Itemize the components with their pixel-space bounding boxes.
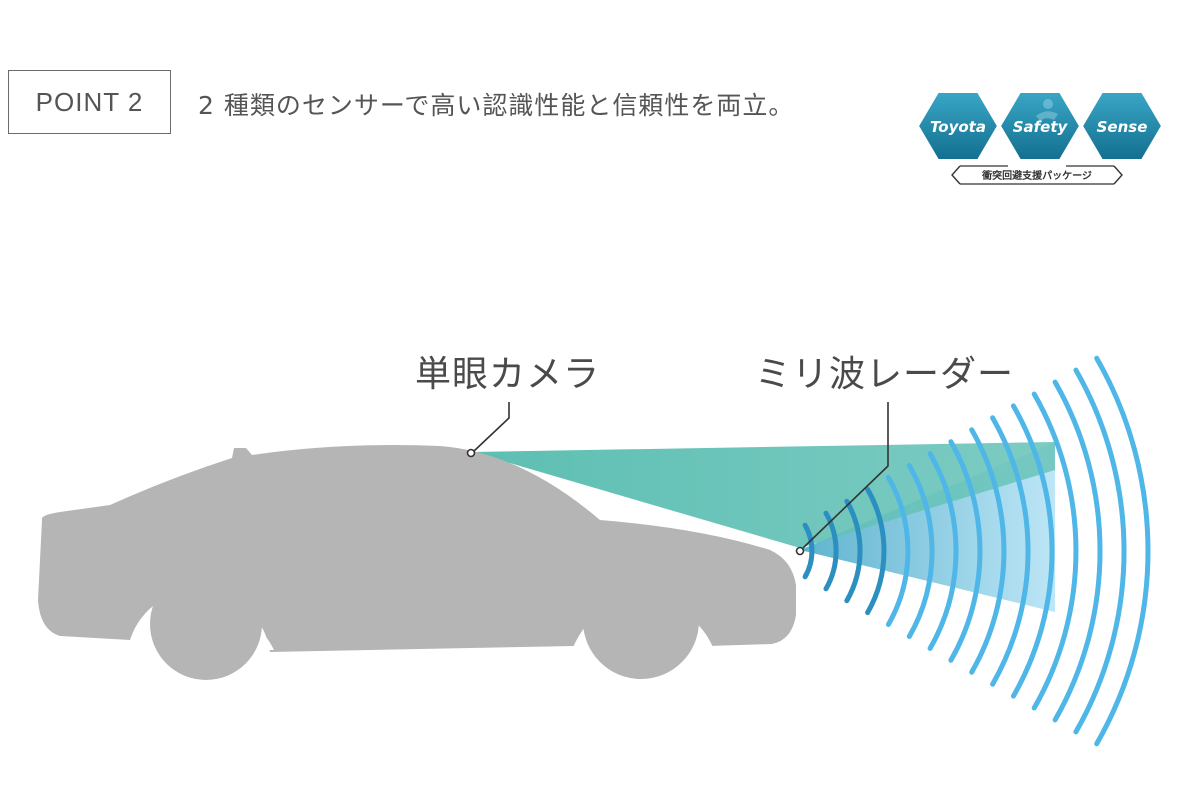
radar-wave-arc: [802, 522, 815, 580]
radar-wave-arc: [948, 439, 983, 663]
logo-subtitle-frame: [951, 165, 1123, 185]
radar-wave-arc: [865, 486, 887, 616]
radar-wave-arc: [885, 475, 911, 627]
person-icon: [1036, 99, 1058, 121]
front-wheel: [583, 563, 699, 679]
logo-subtitle: 衝突回避支援パッケージ: [981, 169, 1092, 182]
logo-hex-2: [998, 91, 1082, 161]
radar-wave-arc: [823, 510, 839, 592]
logo-word-1: Toyota: [930, 118, 986, 136]
headline: 2 種類のセンサーで高い認識性能と信頼性を両立。: [198, 91, 795, 120]
radar-wave-arc: [906, 463, 935, 639]
radar-wave-arc: [990, 415, 1031, 687]
radar-wave-arc: [844, 498, 863, 604]
camera-label: 単眼カメラ: [415, 354, 601, 395]
rear-wheel: [150, 568, 262, 680]
logo-word-2: Safety: [1013, 118, 1069, 136]
logo-hexagons: [916, 91, 1164, 161]
radar-wave-arc: [1073, 367, 1127, 735]
radar-wave-arc: [1094, 355, 1151, 747]
radar-leader: [795, 402, 889, 556]
point-badge: POINT 2: [8, 70, 171, 134]
radar-waves: [802, 355, 1151, 747]
camera-leader: [466, 402, 510, 458]
radar-wave-arc: [1010, 403, 1055, 699]
radar-wave-arc: [1052, 379, 1103, 723]
radar-wave-arc: [927, 451, 959, 651]
logo-word-3: Sense: [1097, 118, 1148, 136]
toyota-safety-sense-logo: Toyota Safety Sense 衝突回避支援パッケージ: [916, 91, 1164, 185]
radar-label: ミリ波レーダー: [755, 354, 1015, 395]
point-label: POINT 2: [35, 86, 144, 117]
logo-hex-3: [1080, 91, 1164, 161]
radar-wave-arc: [1031, 391, 1079, 711]
logo-hex-1: [916, 91, 1000, 161]
car-silhouette: [38, 445, 796, 680]
radar-wave-arc: [969, 427, 1007, 675]
